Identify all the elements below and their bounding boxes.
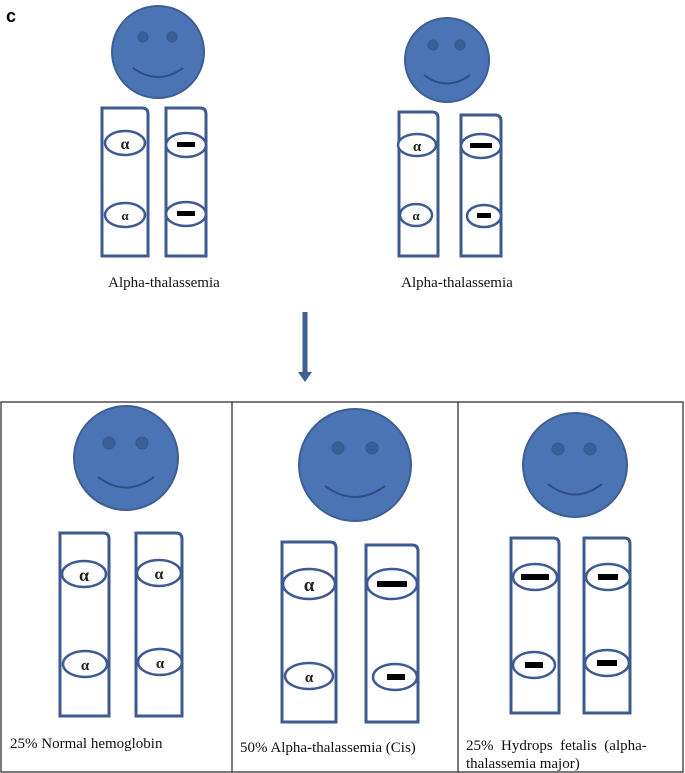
chromosome-icon [164,106,208,258]
allele-alpha: α [413,139,422,155]
chromosome-icon: α α [396,110,440,258]
smiley-face-icon [73,405,179,511]
chromosome-icon: α α [100,106,150,258]
deleted-gene-mark [521,574,549,580]
parent-1: α α Alpha-thalassemia [100,5,220,291]
allele-alpha: α [81,658,90,674]
deleted-gene-mark [598,574,618,580]
allele-alpha: α [121,208,129,223]
allele-alpha: α [304,575,315,596]
smiley-face-icon [111,5,205,99]
deleted-gene-mark [597,660,617,666]
offspring-2: α α 50% Alpha-thalassemia (Cis) [240,408,420,756]
offspring-1: α α α α 25% Normal hemoglobin [10,405,184,752]
parent-label: Alpha-thalassemia [108,275,220,291]
panel-letter: c [6,6,16,26]
chromosome-icon [509,536,561,715]
deleted-gene-mark [377,581,407,587]
chromosome-icon: α α [280,540,338,724]
deleted-gene-mark [477,213,491,218]
chromosome-icon: α α [134,531,184,718]
parent-2: α α Alpha-thalassemia [396,17,513,291]
chromosome-icon [582,536,632,715]
offspring-3: 25% Hydrops fetalis (alpha- thalassemia … [466,412,647,772]
smiley-face-icon [404,17,490,103]
offspring-caption: 25% Normal hemoglobin [10,736,163,752]
chromosome-icon: α α [58,531,111,718]
smiley-face-icon [522,412,628,518]
deleted-gene-mark [177,211,195,216]
allele-alpha: α [412,208,420,223]
down-arrow-icon [298,312,312,382]
allele-alpha: α [121,136,130,153]
offspring-panel [0,401,684,773]
offspring-caption: 50% Alpha-thalassemia (Cis) [240,740,416,756]
allele-alpha: α [156,656,165,672]
chromosome-icon [459,113,503,258]
deleted-gene-mark [177,142,195,147]
offspring-caption: 25% Hydrops fetalis (alpha- [466,738,647,754]
allele-alpha: α [79,565,89,585]
smiley-face-icon [298,408,412,522]
deleted-gene-mark [470,143,492,148]
allele-alpha: α [155,566,164,583]
allele-alpha: α [305,670,314,686]
parent-label: Alpha-thalassemia [401,275,513,291]
deleted-gene-mark [387,674,405,680]
offspring-caption: thalassemia major) [466,756,580,772]
chromosome-icon [364,543,420,724]
deleted-gene-mark [525,662,543,668]
